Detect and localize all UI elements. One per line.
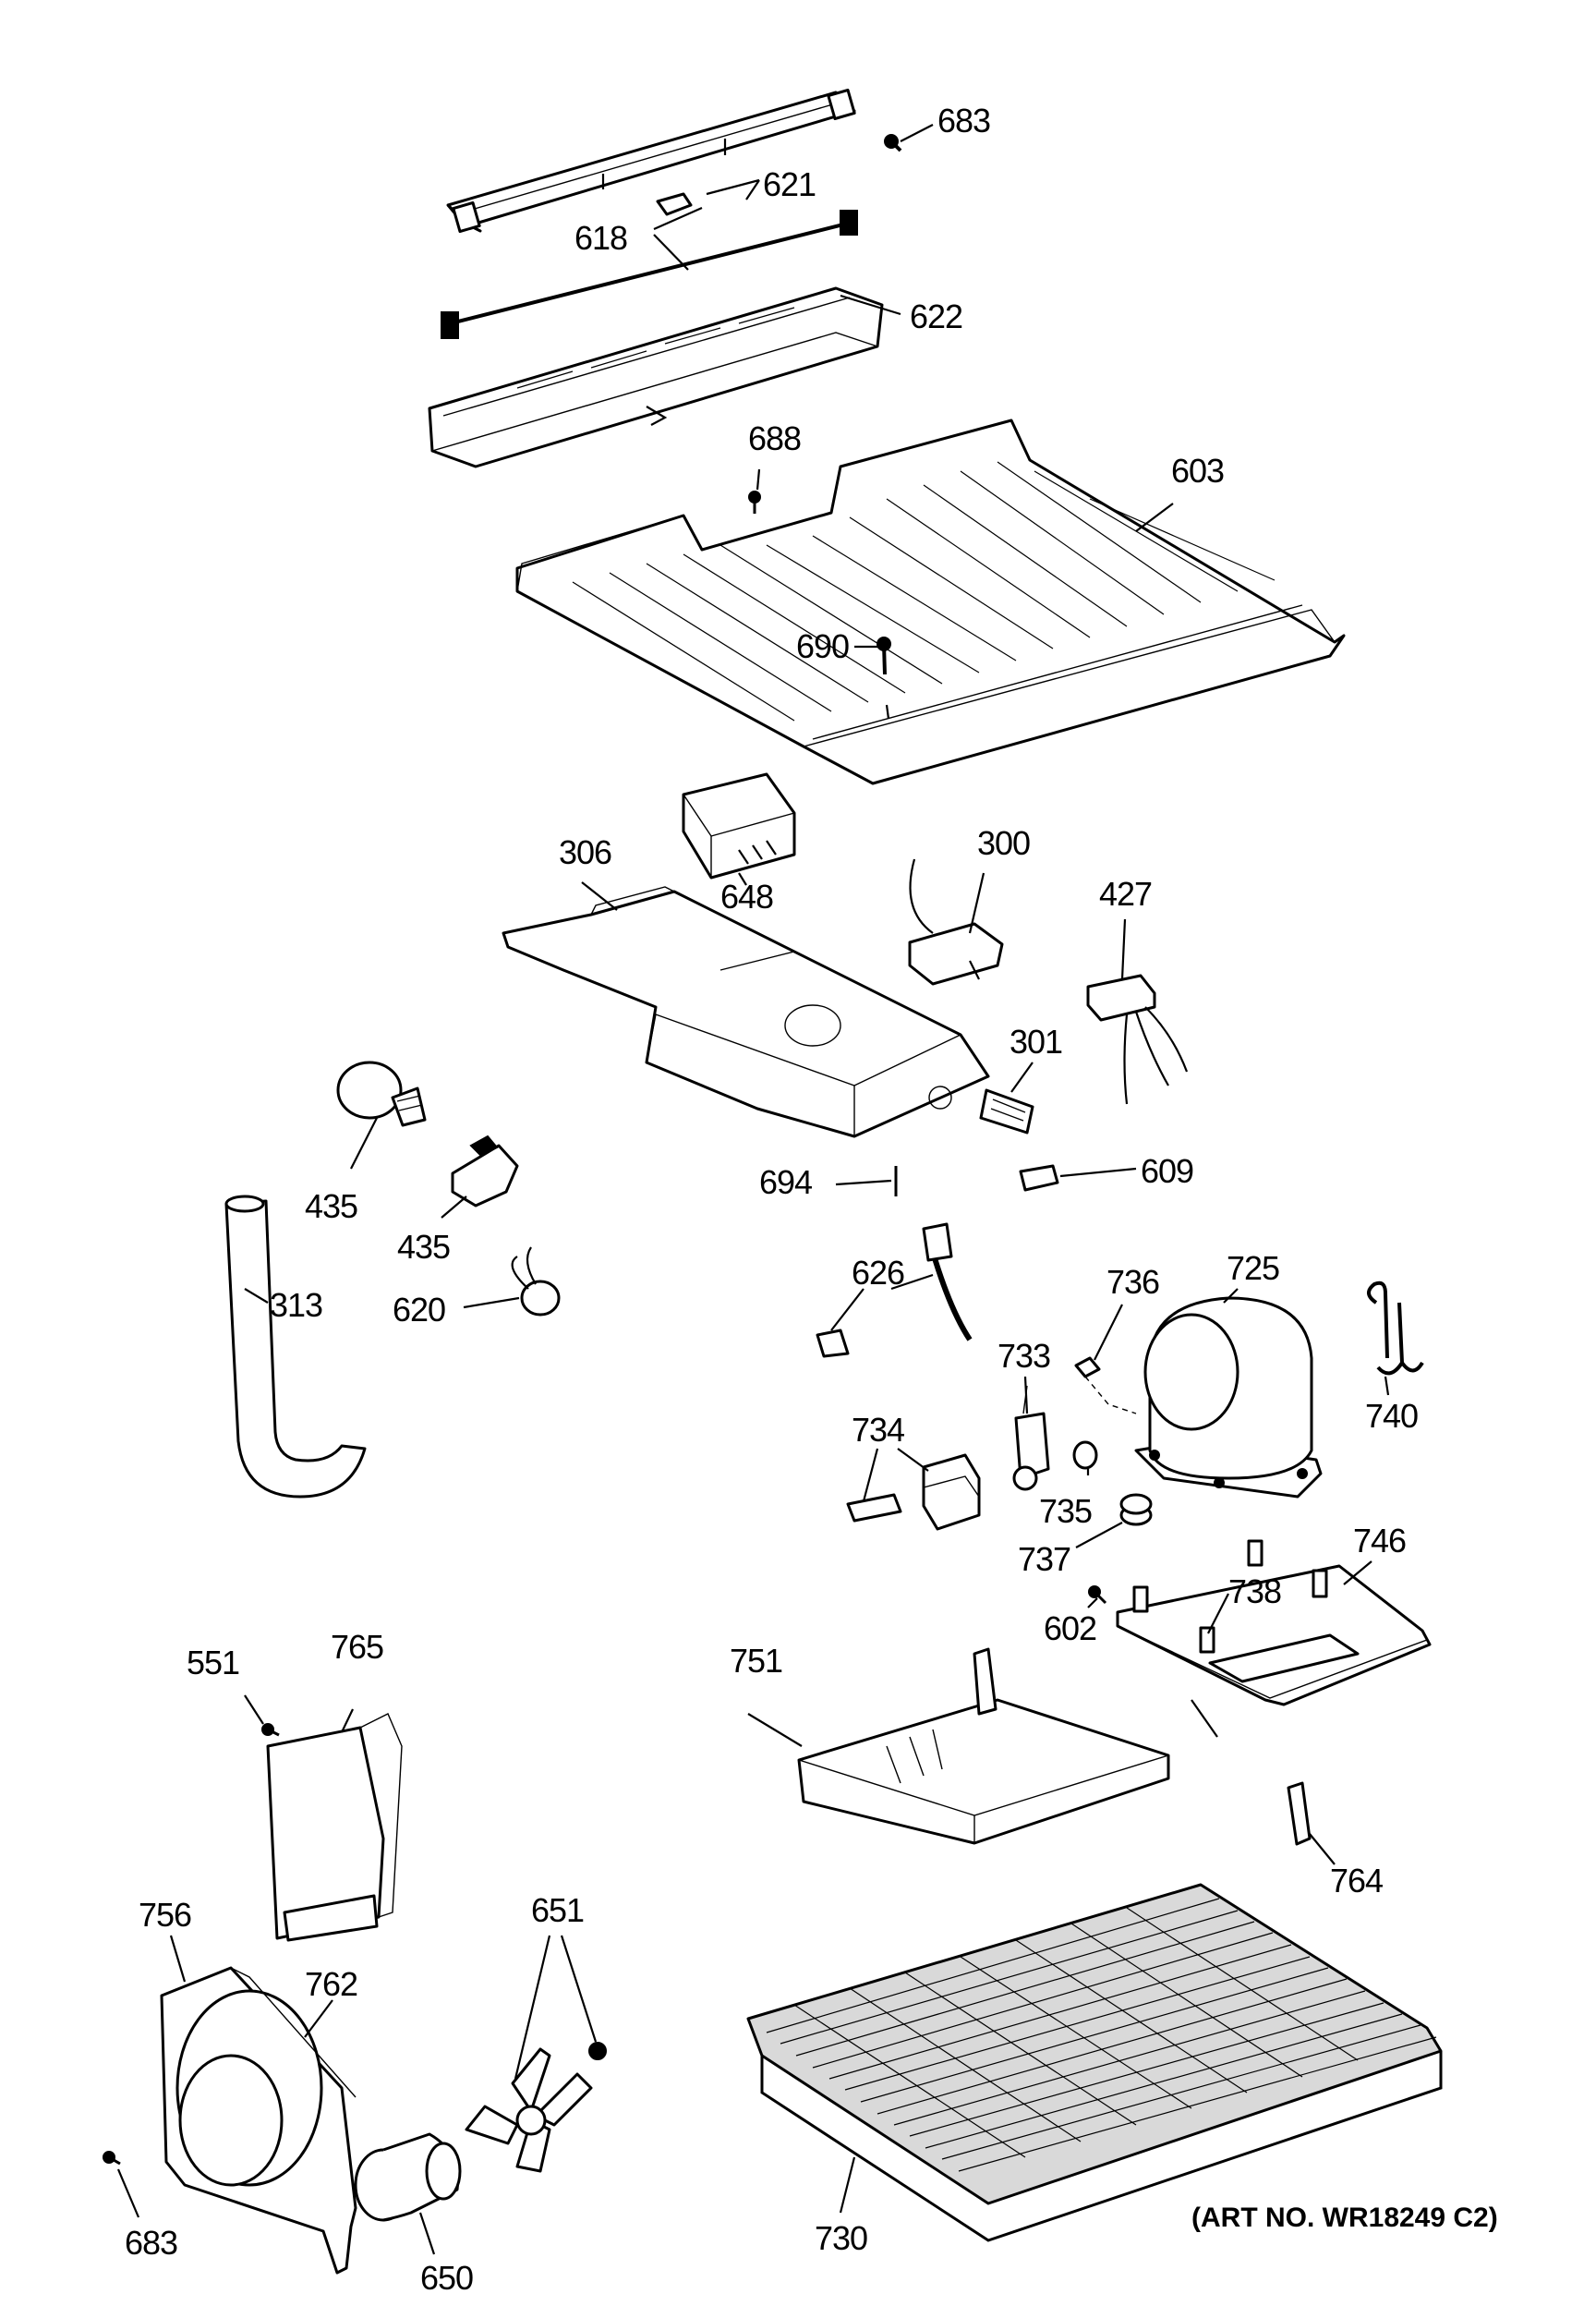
- label-683-top: 683: [937, 102, 990, 140]
- label-725: 725: [1227, 1249, 1279, 1287]
- part-609-connector: [1019, 1164, 1059, 1192]
- part-765-panel: [266, 1713, 403, 1942]
- label-648: 648: [720, 878, 773, 916]
- label-435-socket: 435: [397, 1228, 450, 1266]
- label-626: 626: [852, 1254, 904, 1292]
- part-651-fan-blade: [465, 2042, 607, 2173]
- part-683-screw-top: [884, 134, 902, 152]
- part-746-base-plate: [1116, 1539, 1432, 1706]
- part-737-grommet: [1119, 1493, 1153, 1526]
- part-736-clip: [1074, 1356, 1137, 1414]
- part-622-channel: [428, 286, 884, 468]
- part-labels: 683 621 618 622 688 603 690 306 648 300 …: [125, 102, 1498, 2297]
- part-683-screw-bottom: [103, 2151, 121, 2166]
- part-756-shroud: [160, 1966, 357, 2275]
- label-765: 765: [331, 1628, 383, 1666]
- label-764: 764: [1330, 1862, 1383, 1899]
- label-602: 602: [1044, 1609, 1096, 1647]
- label-618: 618: [574, 219, 627, 257]
- part-725-compressor: [1134, 1296, 1323, 1499]
- label-621: 621: [763, 165, 816, 203]
- label-751: 751: [730, 1642, 782, 1680]
- label-736: 736: [1106, 1263, 1159, 1301]
- label-313: 313: [270, 1286, 322, 1324]
- label-551: 551: [187, 1644, 239, 1681]
- label-737: 737: [1018, 1540, 1070, 1578]
- label-301: 301: [1010, 1023, 1062, 1061]
- label-762: 762: [305, 1965, 357, 2003]
- label-603: 603: [1171, 452, 1224, 490]
- label-427: 427: [1099, 875, 1152, 913]
- label-740: 740: [1365, 1397, 1418, 1435]
- part-734-overload: [846, 1453, 981, 1531]
- part-551-screw: [261, 1723, 280, 1737]
- label-300: 300: [977, 824, 1030, 862]
- part-603-shelf: [515, 419, 1346, 785]
- part-730-condenser: [746, 1699, 1443, 2242]
- label-734: 734: [852, 1411, 904, 1449]
- part-650-motor: [354, 2132, 462, 2222]
- leader-lines: [116, 124, 1390, 2255]
- label-733: 733: [998, 1337, 1050, 1375]
- label-746: 746: [1353, 1522, 1406, 1560]
- label-435-bulb: 435: [305, 1187, 357, 1225]
- label-620: 620: [393, 1291, 445, 1329]
- label-738: 738: [1228, 1572, 1281, 1610]
- label-730: 730: [815, 2219, 867, 2257]
- label-651: 651: [531, 1891, 584, 1929]
- label-694: 694: [759, 1163, 812, 1201]
- label-306: 306: [559, 833, 611, 871]
- part-764-clip: [1287, 1781, 1312, 1846]
- label-622: 622: [910, 297, 962, 335]
- part-301-sensor: [979, 1088, 1034, 1135]
- part-618-rod: [441, 192, 858, 339]
- label-735: 735: [1039, 1492, 1092, 1530]
- part-300-switch: [908, 858, 1004, 986]
- part-690-screw: [877, 637, 891, 675]
- part-648-timer: [682, 772, 796, 880]
- part-306-housing: [502, 886, 990, 1138]
- part-740-clip: [1367, 1280, 1424, 1376]
- label-683-bottom: 683: [125, 2224, 177, 2262]
- part-751-drain-pan: [797, 1647, 1170, 1845]
- part-735-cap: [1072, 1440, 1098, 1470]
- part-733-relay: [1012, 1385, 1050, 1491]
- part-620-bulb-cap: [511, 1246, 561, 1317]
- part-688-screw: [748, 491, 761, 514]
- part-626-cable: [816, 1222, 973, 1358]
- part-621-rail: [446, 88, 856, 234]
- part-435-bulb: [336, 1061, 427, 1127]
- label-688: 688: [748, 419, 801, 457]
- art-number: (ART NO. WR18249 C2): [1191, 2203, 1498, 2233]
- label-690: 690: [796, 627, 849, 665]
- part-313-tube: [224, 1195, 367, 1499]
- part-435-socket: [451, 1135, 519, 1208]
- label-650: 650: [420, 2259, 473, 2297]
- label-609: 609: [1141, 1152, 1193, 1190]
- part-602-screw: [1088, 1585, 1107, 1605]
- label-756: 756: [139, 1896, 191, 1934]
- part-427-box: [1086, 974, 1189, 1105]
